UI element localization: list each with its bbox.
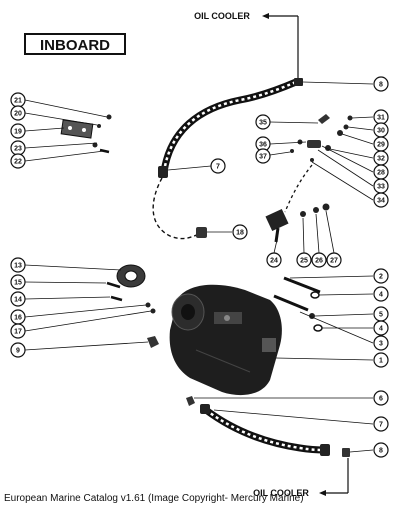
lower-hose bbox=[186, 396, 350, 457]
callout-26: 26 bbox=[311, 252, 327, 268]
callout-33: 33 bbox=[373, 178, 389, 194]
callout-21-text: 21 bbox=[14, 98, 22, 105]
callout-3: 3 bbox=[373, 335, 389, 351]
callout-37: 37 bbox=[255, 148, 271, 164]
callout-29: 29 bbox=[373, 136, 389, 152]
callout-14-text: 14 bbox=[14, 297, 22, 304]
oil-cooler-bottom-label: OIL COOLER bbox=[253, 458, 349, 498]
callout-8-top-text: 8 bbox=[379, 82, 383, 89]
callout-35: 35 bbox=[255, 114, 271, 130]
callout-19: 19 bbox=[10, 123, 26, 139]
oil-cooler-top-text: OIL COOLER bbox=[194, 11, 250, 21]
callout-29-text: 29 bbox=[377, 142, 385, 149]
callout-22-text: 22 bbox=[14, 159, 22, 166]
callout-9-text: 9 bbox=[16, 348, 20, 355]
callout-28: 28 bbox=[373, 164, 389, 180]
oil-cooler-top-label: OIL COOLER bbox=[194, 11, 299, 78]
callouts: 21 20 19 23 22 35 36 37 31 30 29 32 28 3… bbox=[10, 76, 389, 458]
callout-21: 21 bbox=[10, 92, 26, 108]
upper-oil-hose bbox=[152, 78, 303, 240]
callout-20-text: 20 bbox=[14, 111, 22, 118]
callout-8-bottom: 8 bbox=[373, 442, 389, 458]
callout-1-text: 1 bbox=[379, 358, 383, 365]
callout-4-lower-text: 4 bbox=[379, 326, 383, 333]
callout-30: 30 bbox=[373, 122, 389, 138]
upper-fittings bbox=[284, 114, 353, 213]
callout-13: 13 bbox=[10, 257, 26, 273]
callout-32: 32 bbox=[373, 150, 389, 166]
callout-5: 5 bbox=[373, 306, 389, 322]
callout-23-text: 23 bbox=[14, 146, 22, 153]
callout-34: 34 bbox=[373, 192, 389, 208]
callout-2-text: 2 bbox=[379, 274, 383, 281]
callout-4-upper-text: 4 bbox=[379, 292, 383, 299]
inboard-title-text: INBOARD bbox=[40, 37, 110, 54]
callout-26-text: 26 bbox=[315, 258, 323, 265]
callout-7-bottom-text: 7 bbox=[379, 422, 383, 429]
callout-23: 23 bbox=[10, 140, 26, 156]
callout-15-text: 15 bbox=[14, 280, 22, 287]
oil-cooler-body bbox=[169, 284, 282, 396]
callout-7-bottom: 7 bbox=[373, 416, 389, 432]
callout-6: 6 bbox=[373, 390, 389, 406]
oil-cooler-bottom-text: OIL COOLER bbox=[253, 488, 309, 498]
flange-assembly bbox=[106, 264, 159, 348]
callout-15: 15 bbox=[10, 274, 26, 290]
callout-4-upper: 4 bbox=[373, 286, 389, 302]
callout-2: 2 bbox=[373, 268, 389, 284]
callout-24-text: 24 bbox=[270, 258, 278, 265]
callout-18: 18 bbox=[232, 224, 248, 240]
callout-6-text: 6 bbox=[379, 396, 383, 403]
callout-22: 22 bbox=[10, 153, 26, 169]
callout-28-text: 28 bbox=[377, 170, 385, 177]
callout-27-text: 27 bbox=[330, 258, 338, 265]
callout-32-text: 32 bbox=[377, 156, 385, 163]
callout-5-text: 5 bbox=[379, 312, 383, 319]
leader-lines bbox=[24, 81, 374, 453]
callout-1: 1 bbox=[373, 352, 389, 368]
footer-caption: European Marine Catalog v1.61 (Image Cop… bbox=[4, 493, 304, 504]
callout-31: 31 bbox=[373, 109, 389, 125]
sender-assembly bbox=[265, 203, 330, 243]
callout-9: 9 bbox=[10, 342, 26, 358]
callout-25: 25 bbox=[296, 252, 312, 268]
callout-3-text: 3 bbox=[379, 341, 383, 348]
callout-24: 24 bbox=[266, 252, 282, 268]
callout-35-text: 35 bbox=[259, 120, 267, 127]
callout-7-top-text: 7 bbox=[216, 164, 220, 171]
callout-30-text: 30 bbox=[377, 128, 385, 135]
mounting-bolts bbox=[273, 276, 323, 332]
bracket-assembly bbox=[60, 114, 112, 154]
callout-34-text: 34 bbox=[377, 198, 385, 205]
callout-13-text: 13 bbox=[14, 263, 22, 270]
callout-16: 16 bbox=[10, 309, 26, 325]
callout-19-text: 19 bbox=[14, 129, 22, 136]
callout-17-text: 17 bbox=[14, 329, 22, 336]
callout-4-lower: 4 bbox=[373, 320, 389, 336]
callout-8-bottom-text: 8 bbox=[379, 448, 383, 455]
callout-14: 14 bbox=[10, 291, 26, 307]
callout-31-text: 31 bbox=[377, 115, 385, 122]
callout-16-text: 16 bbox=[14, 315, 22, 322]
callout-33-text: 33 bbox=[377, 184, 385, 191]
callout-25-text: 25 bbox=[300, 258, 308, 265]
callout-17: 17 bbox=[10, 323, 26, 339]
callout-7-top: 7 bbox=[210, 158, 226, 174]
callout-27: 27 bbox=[326, 252, 342, 268]
inboard-title: INBOARD bbox=[24, 33, 126, 55]
callout-37-text: 37 bbox=[259, 154, 267, 161]
callout-36-text: 36 bbox=[259, 142, 267, 149]
callout-20: 20 bbox=[10, 105, 26, 121]
callout-8-top: 8 bbox=[373, 76, 389, 92]
callout-18-text: 18 bbox=[236, 230, 244, 237]
